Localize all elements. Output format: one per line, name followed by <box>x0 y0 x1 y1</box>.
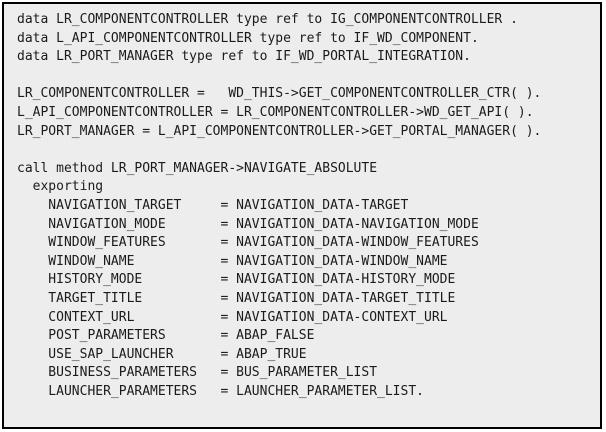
code-line: LR_PORT_MANAGER = L_API_COMPONENTCONTROL… <box>17 123 542 139</box>
code-line: POST_PARAMETERS = ABAP_FALSE <box>17 328 315 344</box>
code-line <box>17 67 600 86</box>
code-panel: data LR_COMPONENTCONTROLLER type ref to … <box>2 2 602 429</box>
code-line <box>17 141 600 160</box>
code-line: NAVIGATION_TARGET = NAVIGATION_DATA-TARG… <box>17 197 409 213</box>
code-line: exporting <box>17 179 104 195</box>
code-line: TARGET_TITLE = NAVIGATION_DATA-TARGET_TI… <box>17 290 456 306</box>
code-line: data L_API_COMPONENTCONTROLLER type ref … <box>17 30 479 46</box>
code-line: USE_SAP_LAUNCHER = ABAP_TRUE <box>17 346 307 362</box>
code-line: LR_COMPONENTCONTROLLER = WD_THIS->GET_CO… <box>17 86 542 102</box>
code-line: BUSINESS_PARAMETERS = BUS_PARAMETER_LIST <box>17 365 378 381</box>
code-line: L_API_COMPONENTCONTROLLER = LR_COMPONENT… <box>17 104 534 120</box>
code-line: data LR_PORT_MANAGER type ref to IF_WD_P… <box>17 49 471 65</box>
code-block: data LR_COMPONENTCONTROLLER type ref to … <box>4 4 600 401</box>
code-line: LAUNCHER_PARAMETERS = LAUNCHER_PARAMETER… <box>17 383 424 399</box>
code-line: call method LR_PORT_MANAGER->NAVIGATE_AB… <box>17 160 378 176</box>
code-line: WINDOW_FEATURES = NAVIGATION_DATA-WINDOW… <box>17 235 479 251</box>
code-line: HISTORY_MODE = NAVIGATION_DATA-HISTORY_M… <box>17 272 456 288</box>
code-line: WINDOW_NAME = NAVIGATION_DATA-WINDOW_NAM… <box>17 253 448 269</box>
code-line: CONTEXT_URL = NAVIGATION_DATA-CONTEXT_UR… <box>17 309 448 325</box>
code-line: data LR_COMPONENTCONTROLLER type ref to … <box>17 12 518 27</box>
code-line: NAVIGATION_MODE = NAVIGATION_DATA-NAVIGA… <box>17 216 479 232</box>
